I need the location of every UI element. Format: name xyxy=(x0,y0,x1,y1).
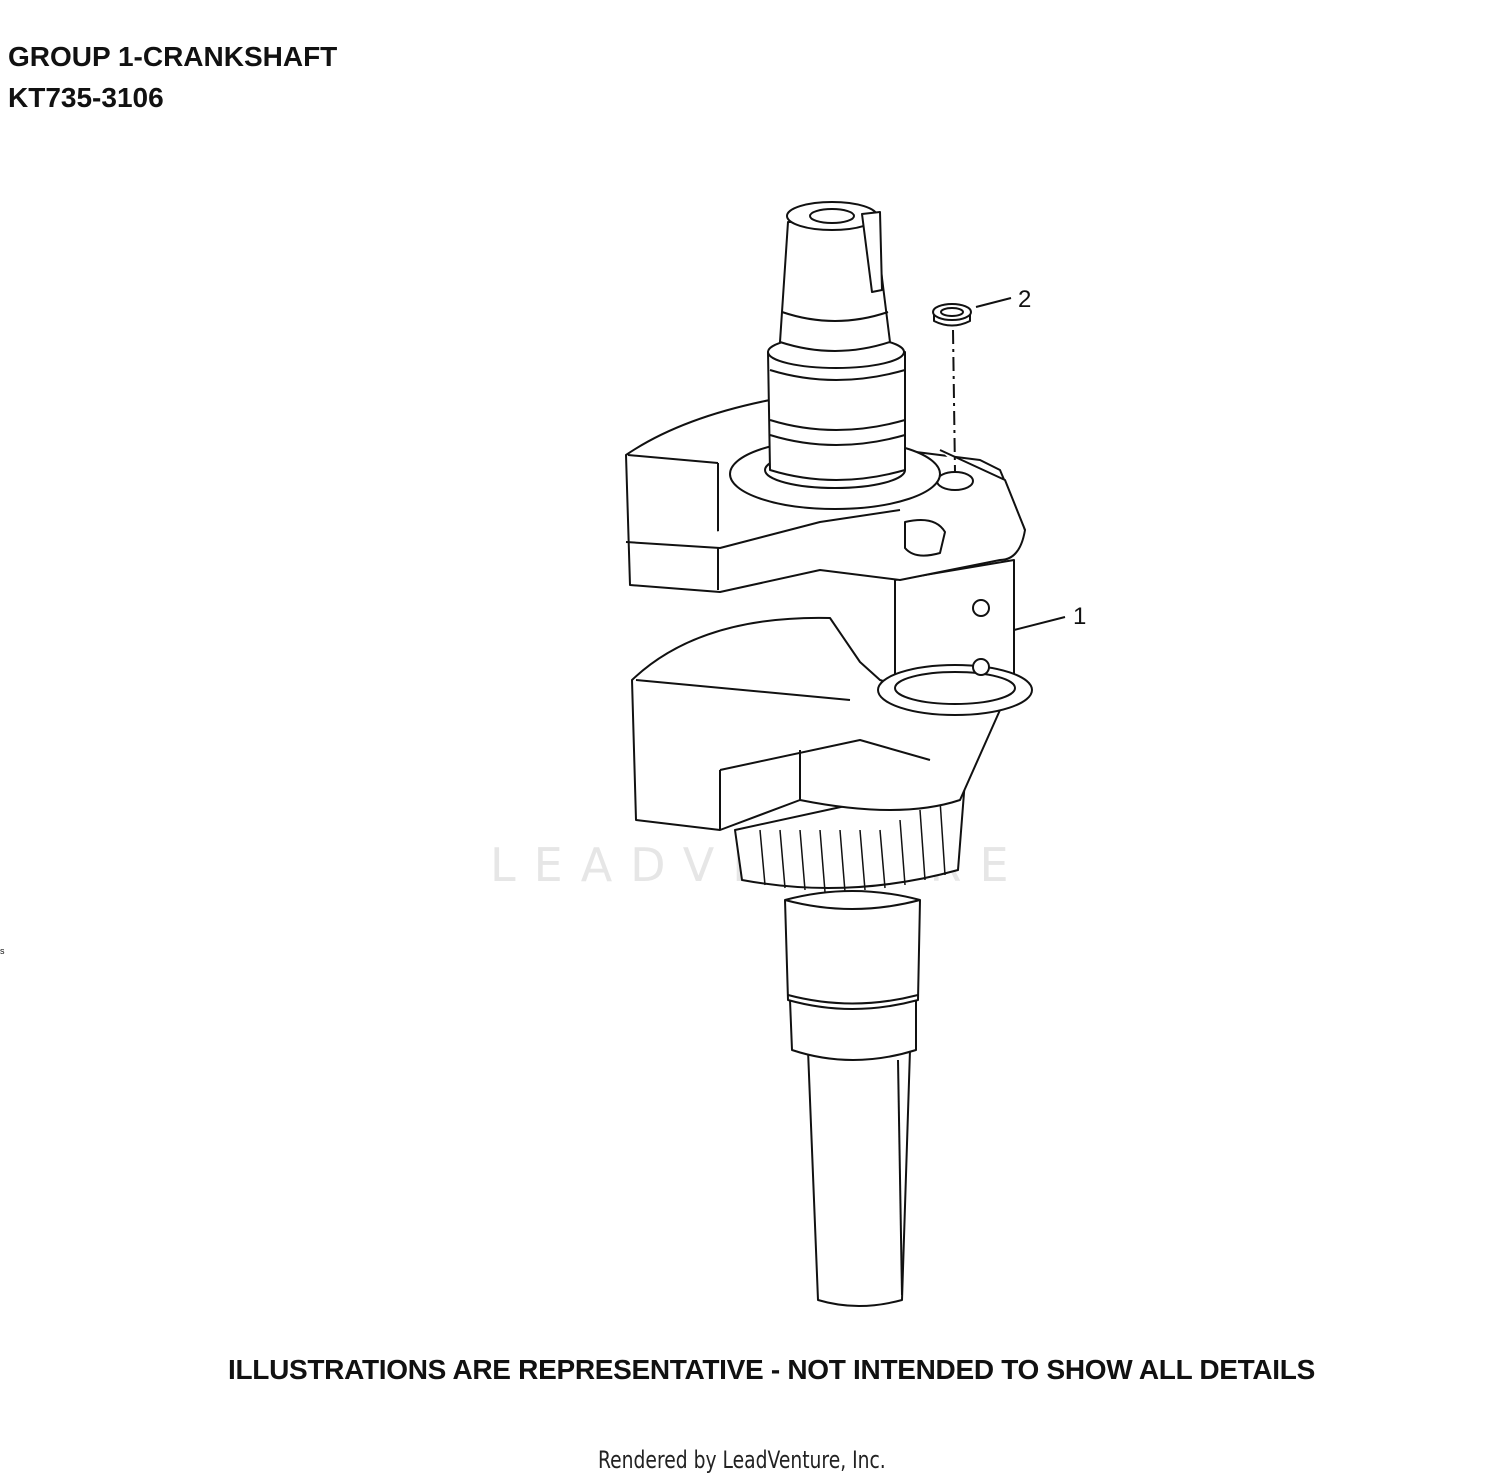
callout-2: 2 xyxy=(1018,286,1031,313)
crankshaft-drawing xyxy=(625,201,1033,1307)
stray-mark: s xyxy=(0,946,5,956)
assembly-centerline xyxy=(952,329,956,473)
group-title: GROUP 1-CRANKSHAFT xyxy=(8,41,338,72)
model-number: KT735-3106 xyxy=(8,82,164,113)
rendered-by-footer: Rendered by LeadVenture, Inc. xyxy=(598,1446,886,1474)
callout-1: 1 xyxy=(1073,603,1086,630)
disclaimer: ILLUSTRATIONS ARE REPRESENTATIVE - NOT I… xyxy=(228,1354,1315,1385)
leader-line-2 xyxy=(975,297,1012,308)
leader-line-1 xyxy=(1013,616,1066,631)
